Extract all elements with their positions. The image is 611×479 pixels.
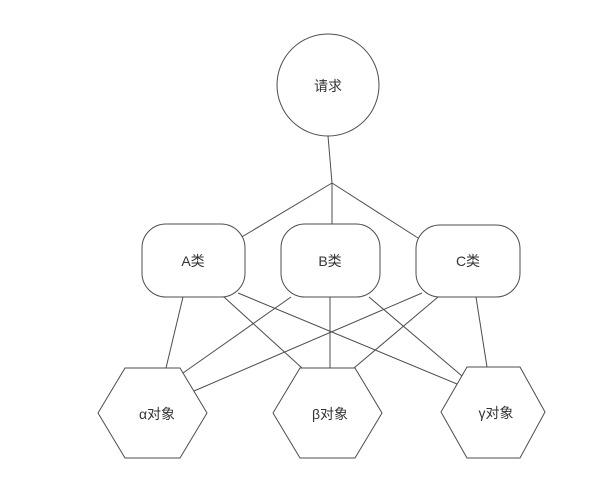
obj-gamma-hexagon-shape [440, 366, 546, 459]
edge-class-b-obj-gamma [368, 296, 463, 377]
obj-alpha-label: α对象 [139, 406, 175, 422]
edge-class-a-obj-alpha [165, 296, 184, 369]
edge-junction-class-c [331, 182, 419, 239]
node-class-a: A类 [141, 223, 246, 298]
edge-class-b-obj-alpha [182, 296, 292, 374]
node-class-b: B类 [280, 223, 381, 298]
request-circle-shape [276, 33, 380, 137]
node-class-c: C类 [415, 224, 521, 298]
node-obj-gamma: γ对象 [440, 366, 546, 459]
diagram-edges [165, 135, 488, 392]
edge-class-c-obj-gamma [475, 296, 488, 368]
class-c-rect-shape [415, 224, 521, 298]
edge-class-a-obj-beta [223, 296, 303, 369]
node-obj-alpha: α对象 [97, 367, 208, 459]
class-c-label: C类 [456, 253, 480, 269]
edge-class-c-obj-alpha [193, 292, 423, 392]
edge-request-junction [327, 135, 333, 184]
obj-alpha-hexagon-shape [97, 367, 208, 459]
obj-gamma-label: γ对象 [479, 405, 514, 421]
node-request: 请求 [276, 33, 380, 137]
request-label: 请求 [314, 78, 342, 94]
edge-class-c-obj-beta [353, 296, 439, 369]
edge-junction-class-a [239, 182, 333, 239]
node-obj-beta: β对象 [272, 367, 383, 459]
class-b-rect-shape [280, 223, 381, 298]
obj-beta-hexagon-shape [272, 367, 383, 459]
class-a-label: A类 [181, 253, 204, 269]
class-b-label: B类 [318, 253, 341, 269]
class-a-rect-shape [141, 223, 246, 298]
obj-beta-label: β对象 [312, 406, 348, 422]
